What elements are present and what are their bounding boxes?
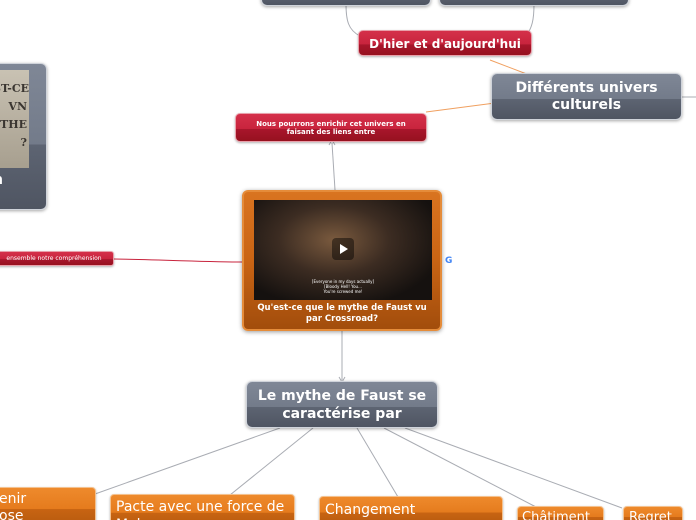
left-image-card[interactable]: ST-CE VN THE ? n: [0, 63, 47, 210]
connector-top-left: [345, 3, 361, 37]
video-thumbnail[interactable]: [Everyone in my days actually] [Bloody H…: [254, 200, 432, 300]
central-video-node[interactable]: [Everyone in my days actually] [Bloody H…: [242, 190, 442, 331]
play-icon[interactable]: [332, 238, 354, 260]
subtopic-changement[interactable]: Changement: [319, 496, 503, 520]
connector-center-left: [113, 258, 244, 263]
connector-main-sub5: [404, 427, 623, 509]
left-card-thumbnail: ST-CE VN THE ?: [0, 70, 29, 168]
google-icon[interactable]: G: [445, 256, 453, 266]
left-branch-node[interactable]: ensemble notre compréhension: [0, 251, 114, 266]
main-topic-node[interactable]: Le mythe de Faust se caractérise par: [246, 381, 438, 428]
subtopic-pacte[interactable]: Pacte avec une force de Mal: [110, 494, 295, 520]
connector-main-sub1: [94, 427, 281, 495]
connector-main-sub2: [229, 427, 314, 496]
connector-enrichir-univers: [425, 102, 496, 113]
left-card-label: n: [0, 172, 3, 188]
subtopic-venir[interactable]: enir ose: [0, 487, 96, 520]
hier-node[interactable]: D'hier et d'aujourd'hui: [358, 30, 532, 56]
univers-node[interactable]: Différents univers culturels: [491, 73, 682, 120]
enrichir-node[interactable]: Nous pourrons enrichir cet univers en fa…: [235, 113, 427, 142]
subtopic-regret[interactable]: Regret: [623, 506, 683, 520]
video-subtitles: [Everyone in my days actually] [Bloody H…: [311, 279, 375, 294]
subtopic-chatiment[interactable]: Châtiment: [517, 506, 604, 520]
connector-main-sub4: [383, 427, 537, 508]
top-node-right[interactable]: [439, 0, 629, 6]
top-node-left[interactable]: [261, 0, 431, 6]
central-caption: Qu'est-ce que le mythe de Faust vu par C…: [257, 303, 427, 324]
connector-main-sub3: [356, 427, 399, 498]
connector-center-enrichir: [331, 142, 336, 191]
